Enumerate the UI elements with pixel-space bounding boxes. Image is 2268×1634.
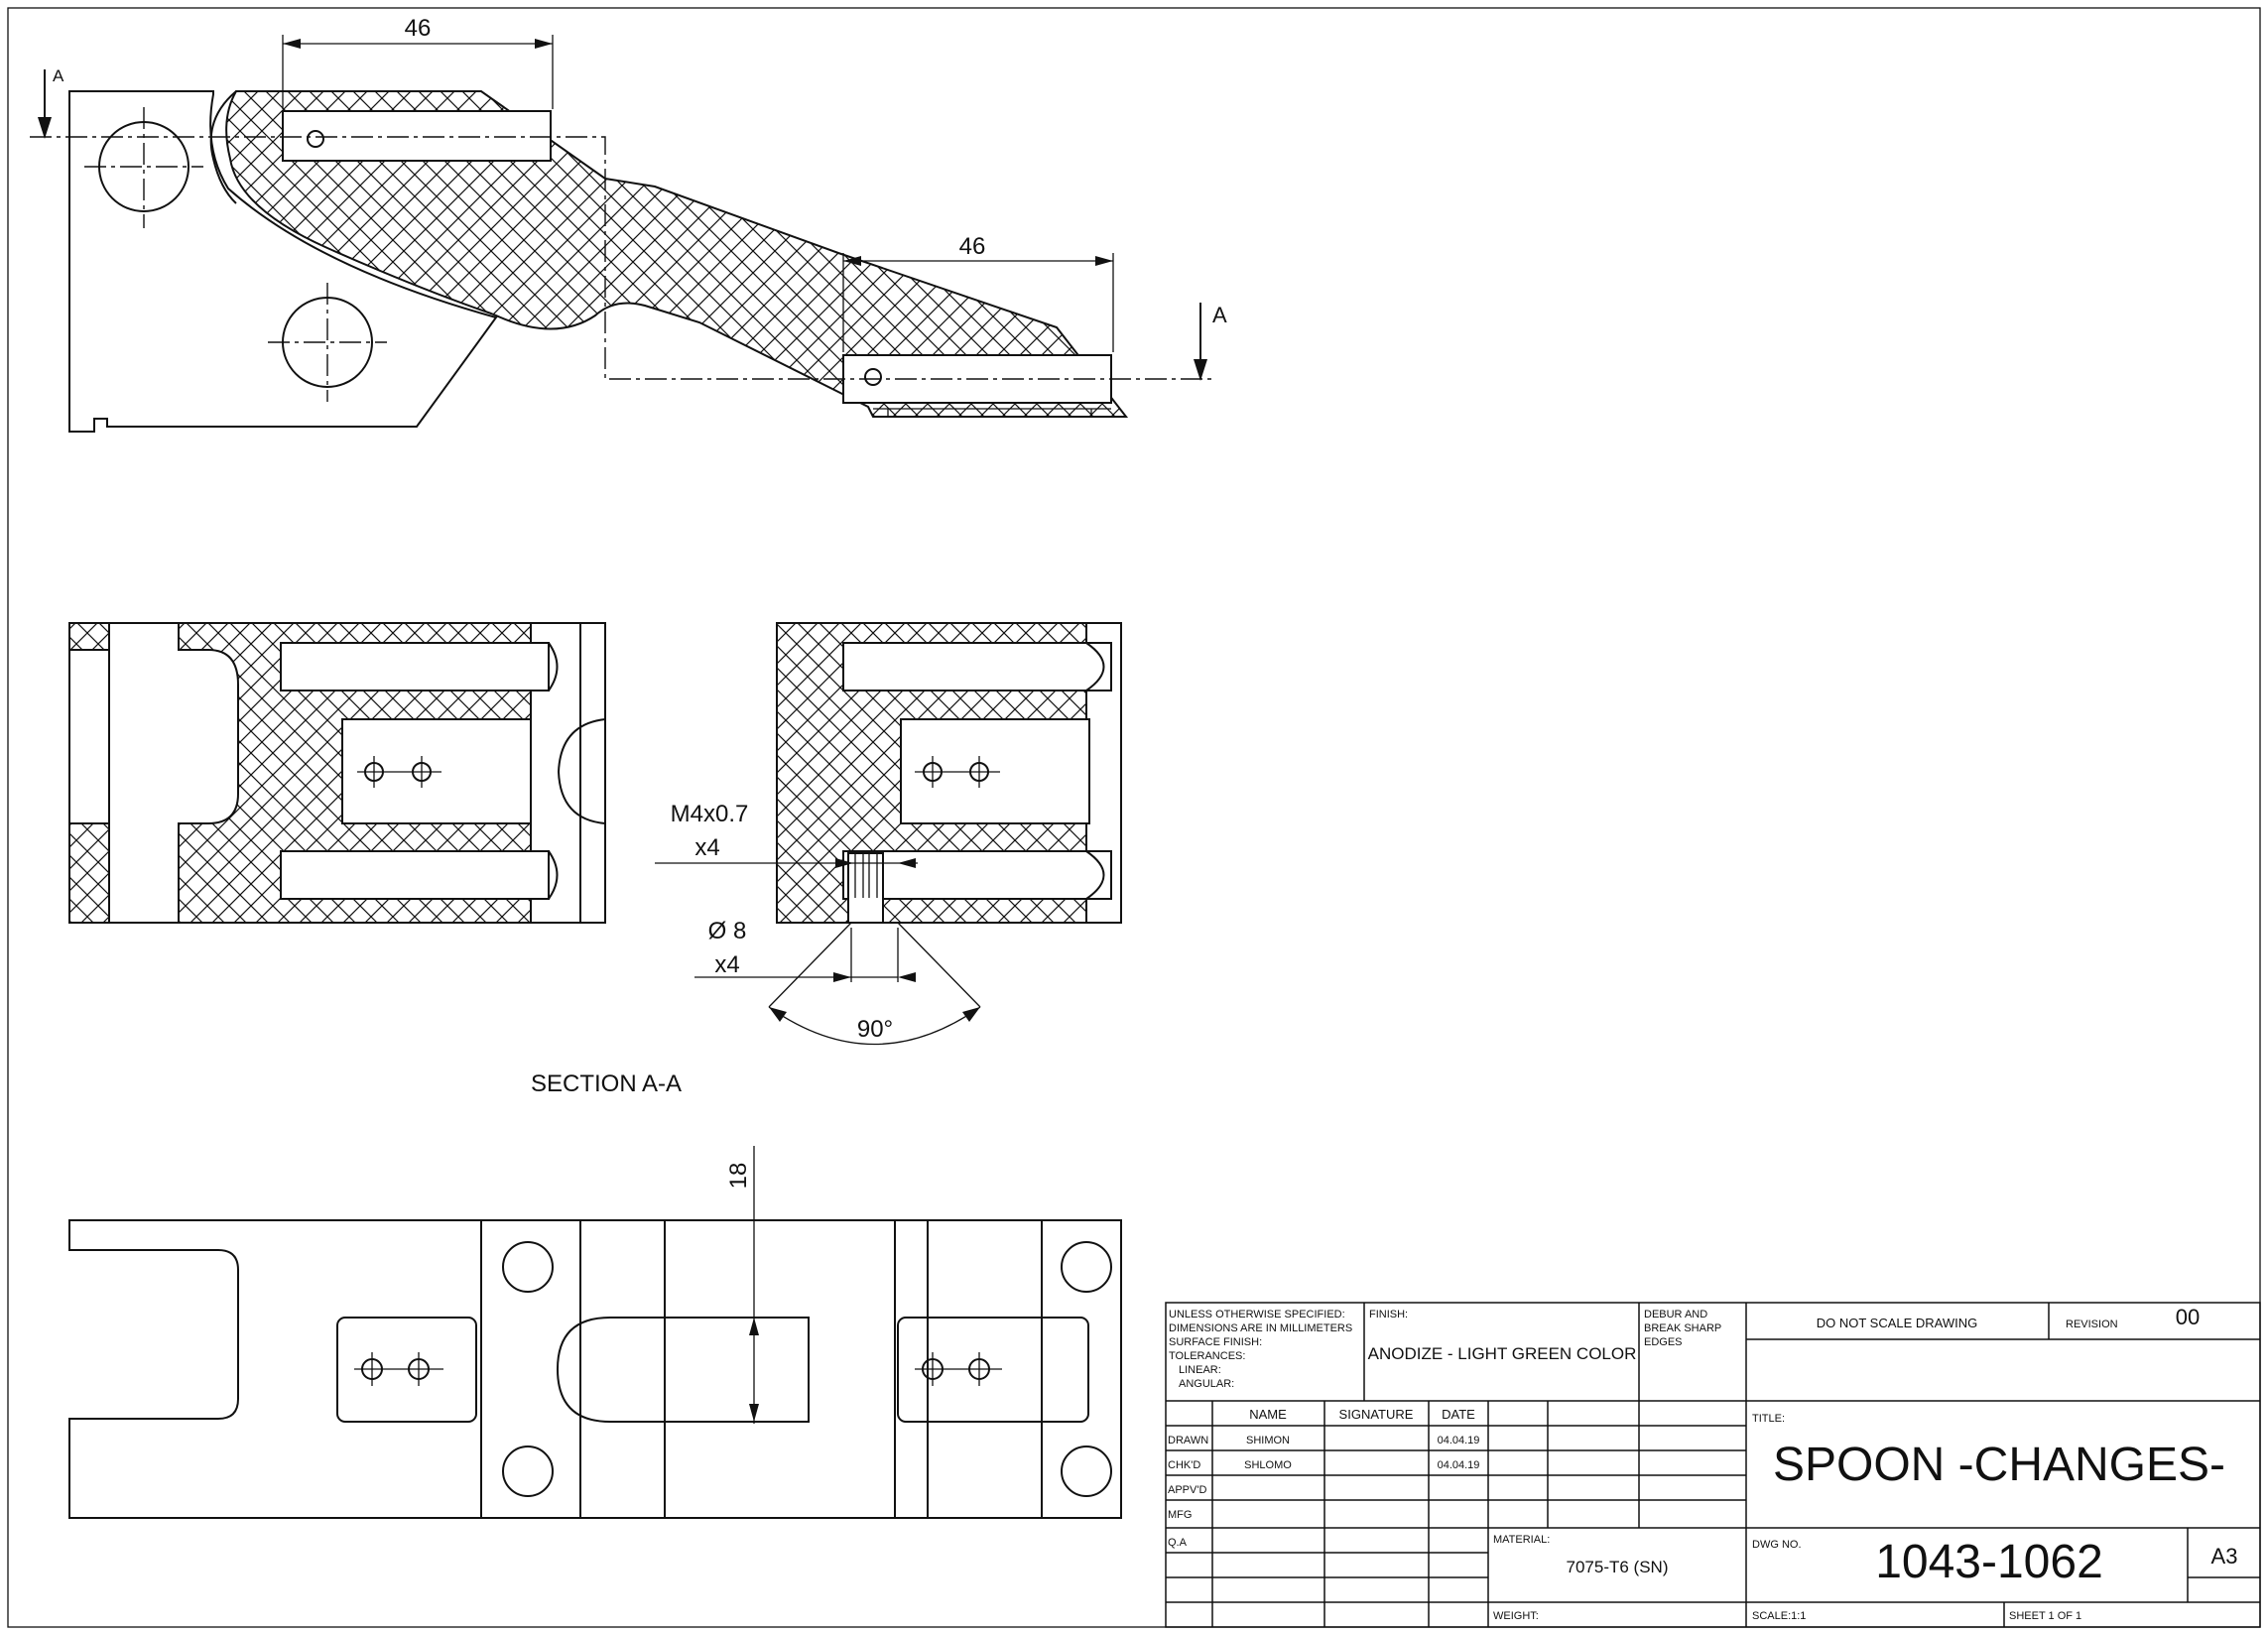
counterbore-callout: Ø 8 — [708, 918, 747, 944]
header-name: NAME — [1249, 1407, 1287, 1422]
thread-qty: x4 — [694, 834, 719, 861]
row-name: SHLOMO — [1244, 1459, 1292, 1471]
deburr-note-3: EDGES — [1644, 1336, 1683, 1348]
side-view: A A 46 46 — [30, 15, 1227, 433]
header-signature: SIGNATURE — [1339, 1407, 1414, 1422]
finish-label: FINISH: — [1369, 1309, 1408, 1320]
revision-label: REVISION — [2066, 1319, 2118, 1330]
general-note-1: UNLESS OTHERWISE SPECIFIED: — [1169, 1309, 1345, 1320]
row-date: 04.04.19 — [1438, 1459, 1480, 1471]
row-role: CHK'D — [1168, 1459, 1200, 1471]
dimension-slot-width: 18 — [725, 1163, 752, 1190]
general-note-6: ANGULAR: — [1179, 1378, 1234, 1390]
row-role: MFG — [1168, 1509, 1192, 1521]
counterbore-qty: x4 — [714, 951, 739, 978]
do-not-scale: DO NOT SCALE DRAWING — [1817, 1316, 1978, 1330]
row-name: SHIMON — [1246, 1435, 1290, 1446]
row-role: Q.A — [1168, 1537, 1188, 1549]
section-dimensions: M4x0.7 x4 Ø 8 x4 90° SECTION A-A — [531, 801, 981, 1097]
section-marker-left: A — [53, 66, 64, 85]
dwg-no-value: 1043-1062 — [1875, 1536, 2103, 1588]
title-label: TITLE: — [1752, 1413, 1785, 1425]
sheet-number: SHEET 1 OF 1 — [2009, 1610, 2081, 1622]
dimension-top-right: 46 — [959, 233, 986, 260]
plan-view: 18 — [68, 1146, 1122, 1519]
dimension-top-left: 46 — [405, 15, 432, 42]
header-date: DATE — [1442, 1407, 1475, 1422]
section-view-right — [776, 622, 1122, 924]
general-note-5: LINEAR: — [1179, 1364, 1221, 1376]
row-date: 04.04.19 — [1438, 1435, 1480, 1446]
scale-label: SCALE:1:1 — [1752, 1610, 1806, 1622]
dwg-no-label: DWG NO. — [1752, 1539, 1802, 1551]
material-label: MATERIAL: — [1493, 1534, 1550, 1546]
section-view-left — [68, 622, 606, 924]
revision-value: 00 — [2176, 1305, 2200, 1329]
sheet-border — [7, 7, 2261, 1628]
section-marker-right: A — [1212, 303, 1227, 327]
section-label: SECTION A-A — [531, 1070, 682, 1097]
row-role: DRAWN — [1168, 1435, 1208, 1446]
sheet-size: A3 — [2211, 1544, 2238, 1569]
weight-label: WEIGHT: — [1493, 1610, 1539, 1622]
deburr-note-1: DEBUR AND — [1644, 1309, 1707, 1320]
angle-callout: 90° — [857, 1016, 893, 1043]
general-note-2: DIMENSIONS ARE IN MILLIMETERS — [1169, 1322, 1352, 1334]
drawing-title: SPOON -CHANGES- — [1773, 1439, 2225, 1491]
deburr-note-2: BREAK SHARP — [1644, 1322, 1721, 1334]
finish-value: ANODIZE - LIGHT GREEN COLOR — [1368, 1344, 1637, 1363]
material-value: 7075-T6 (SN) — [1567, 1558, 1669, 1576]
general-note-3: SURFACE FINISH: — [1169, 1336, 1262, 1348]
title-block: UNLESS OTHERWISE SPECIFIED: DIMENSIONS A… — [1165, 1302, 2261, 1628]
row-role: APPV'D — [1168, 1484, 1206, 1496]
thread-callout: M4x0.7 — [671, 801, 749, 827]
general-note-4: TOLERANCES: — [1169, 1350, 1245, 1362]
